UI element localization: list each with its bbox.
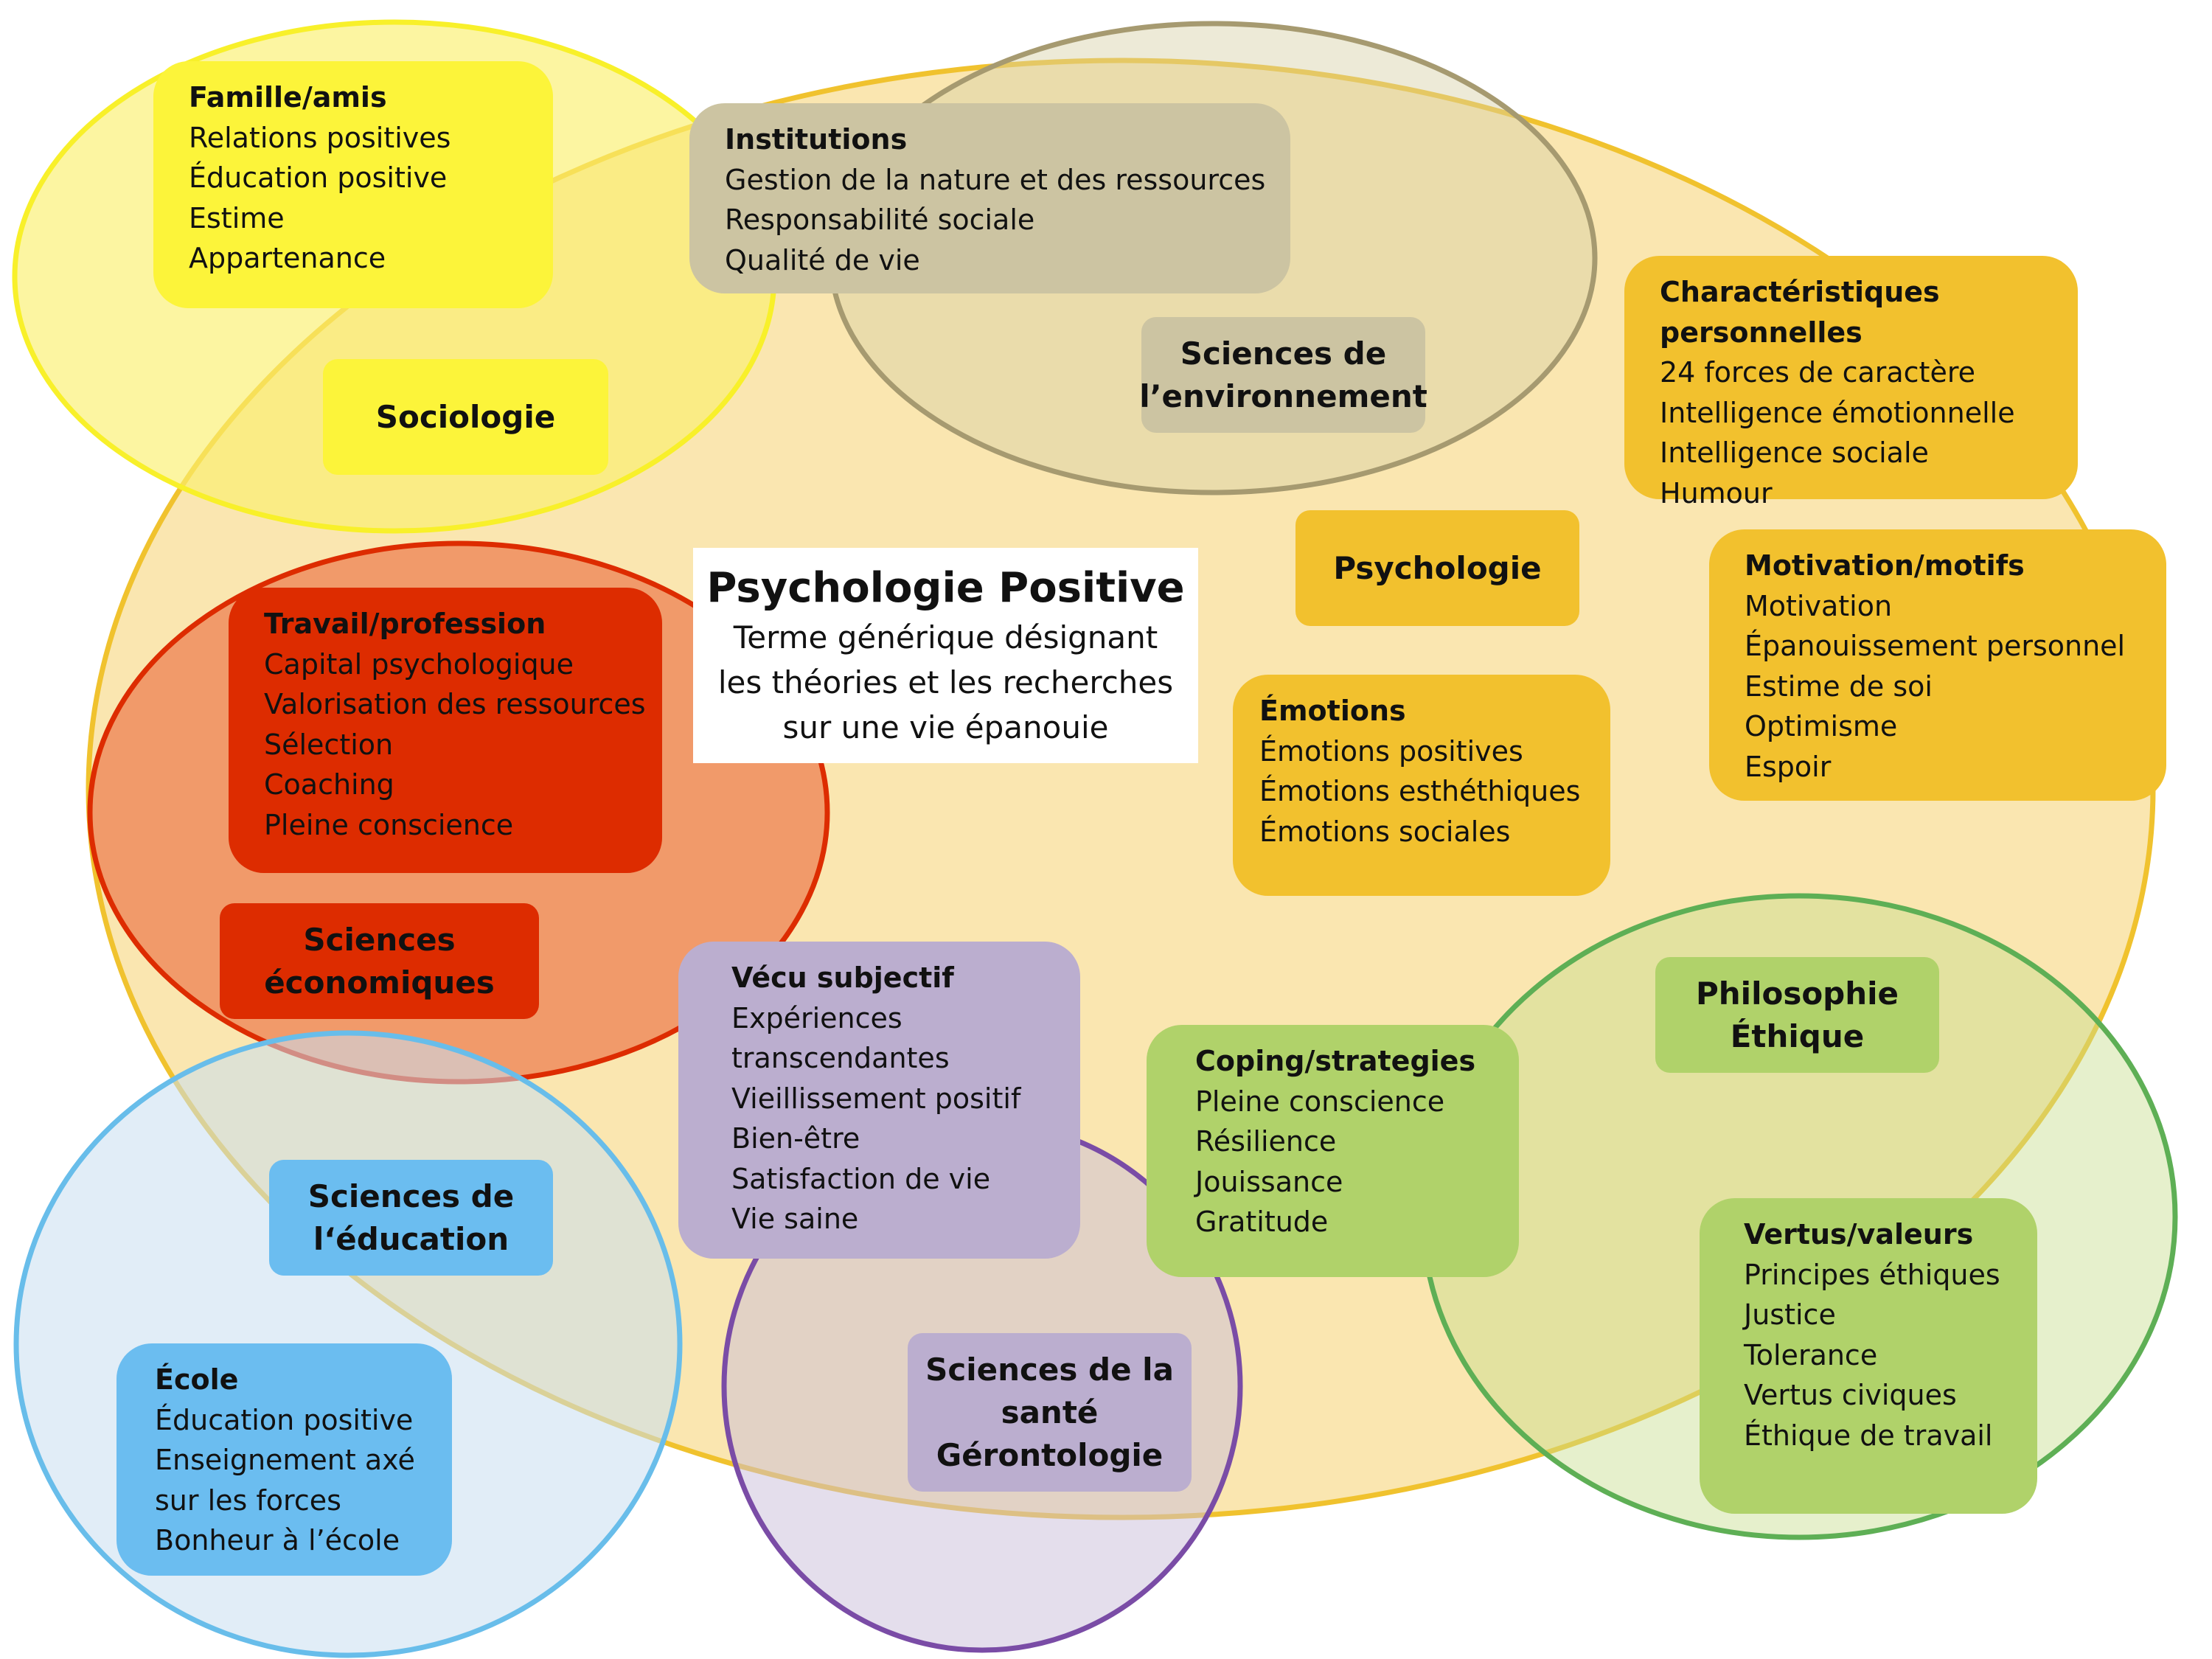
list-item: Valorisation des ressources	[264, 688, 646, 720]
list-item: Sélection	[264, 728, 394, 761]
box-title: Famille/amis	[189, 81, 387, 114]
list-item: Espoir	[1745, 750, 1832, 783]
field-education: Sciences de l‘éducation	[269, 1160, 553, 1276]
list-item: Bien-être	[731, 1122, 860, 1155]
list-item: Résilience	[1195, 1125, 1337, 1158]
box-motivation: Motivation/motifs Motivation Épanouissem…	[1709, 529, 2166, 801]
box-title: Charactéristiques	[1660, 276, 1940, 308]
list-item: Tolerance	[1744, 1338, 1878, 1371]
field-economiques: Sciences économiques	[220, 903, 539, 1019]
list-item: Épanouissement personnel	[1745, 630, 2126, 662]
box-travail: Travail/profession Capital psychologique…	[229, 588, 662, 873]
list-item: transcendantes	[731, 1042, 950, 1074]
list-item: Responsabilité sociale	[725, 204, 1035, 236]
list-item: Vieillissement positif	[731, 1082, 1021, 1115]
list-item: Vertus civiques	[1744, 1379, 1957, 1411]
center-box: Psychologie Positive Terme générique dés…	[693, 548, 1198, 763]
box-vertus-valeurs: Vertus/valeurs Principes éthiques Justic…	[1700, 1198, 2037, 1514]
list-item: Motivation	[1745, 589, 1893, 622]
box-ecole: École Éducation positive Enseignement ax…	[116, 1343, 452, 1576]
list-item: Enseignement axé	[155, 1444, 415, 1476]
box-title: Vécu subjectif	[731, 961, 954, 994]
field-psychologie: Psychologie	[1295, 510, 1579, 626]
list-item: Éducation positive	[189, 161, 448, 194]
list-item: Émotions sociales	[1259, 815, 1511, 848]
list-item: sur les forces	[155, 1484, 341, 1517]
list-item: Éthique de travail	[1744, 1419, 1993, 1452]
center-subtitle-line: Terme générique désignant	[733, 619, 1158, 655]
list-item: Intelligence émotionnelle	[1660, 396, 2015, 429]
list-item: Éducation positive	[155, 1403, 414, 1436]
list-item: Appartenance	[189, 242, 386, 274]
field-sante: Sciences de la santé Gérontologie	[908, 1333, 1192, 1492]
box-title: Émotions	[1259, 695, 1406, 727]
center-title: Psychologie Positive	[706, 563, 1185, 612]
list-item: Émotions esthéthiques	[1259, 775, 1581, 807]
list-item: Satisfaction de vie	[731, 1162, 991, 1195]
box-famille-amis: Famille/amis Relations positives Éducati…	[153, 61, 553, 308]
list-item: Bonheur à l’école	[155, 1524, 400, 1557]
list-item: Humour	[1660, 476, 1773, 509]
box-title: Coping/strategies	[1195, 1045, 1476, 1077]
field-sociologie: Sociologie	[323, 359, 608, 475]
box-title: Institutions	[725, 123, 908, 156]
list-item: Capital psychologique	[264, 647, 574, 681]
box-title: Travail/profession	[264, 608, 546, 640]
list-item: Principes éthiques	[1744, 1258, 2000, 1291]
list-item: Relations positives	[189, 121, 451, 154]
list-item: Vie saine	[731, 1203, 859, 1235]
list-item: Gestion de la nature et des ressources	[725, 163, 1266, 196]
list-item: Pleine conscience	[1195, 1085, 1445, 1118]
center-subtitle-line: les théories et les recherches	[717, 664, 1174, 700]
list-item: Coaching	[264, 768, 394, 801]
list-item: Estime	[189, 201, 285, 234]
box-title-line2: personnelles	[1660, 316, 1863, 349]
list-item: 24 forces de caractère	[1660, 356, 1976, 389]
box-title: École	[155, 1363, 239, 1396]
box-title: Vertus/valeurs	[1744, 1218, 1974, 1251]
box-caracteristiques: Charactéristiques personnelles 24 forces…	[1624, 256, 2078, 509]
list-item: Justice	[1744, 1298, 1836, 1331]
center-subtitle-line: sur une vie épanouie	[782, 709, 1109, 745]
list-item: Qualité de vie	[725, 243, 920, 276]
field-philosophie: Philosophie Éthique	[1655, 957, 1939, 1073]
field-environnement: Sciences de l’environnement	[1139, 317, 1427, 433]
box-emotions: Émotions Émotions positives Émotions est…	[1233, 675, 1610, 896]
list-item: Optimisme	[1745, 710, 1898, 742]
box-title: Motivation/motifs	[1745, 549, 2025, 582]
list-item: Intelligence sociale	[1660, 437, 1929, 469]
list-item: Jouissance	[1195, 1165, 1343, 1198]
list-item: Expériences	[731, 1001, 902, 1034]
list-item: Gratitude	[1195, 1206, 1329, 1238]
box-institutions: Institutions Gestion de la nature et des…	[689, 103, 1290, 293]
box-coping: Coping/strategies Pleine conscience Rési…	[1147, 1025, 1519, 1277]
list-item: Pleine conscience	[264, 808, 514, 841]
list-item: Émotions positives	[1259, 734, 1523, 768]
box-vecu-subjectif: Vécu subjectif Expériences transcendante…	[678, 942, 1080, 1259]
list-item: Estime de soi	[1745, 669, 1933, 703]
